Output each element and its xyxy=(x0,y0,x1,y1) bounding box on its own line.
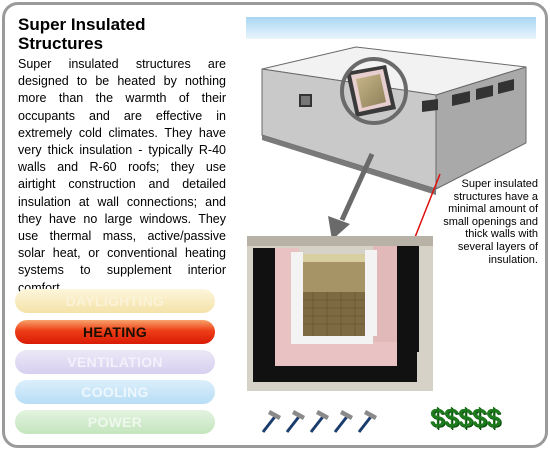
nav-ventilation-button[interactable]: VENTILATION xyxy=(15,350,215,374)
nav-power-button[interactable]: POWER xyxy=(15,410,215,434)
nav-heating-button[interactable]: HEATING xyxy=(15,320,215,344)
cost-rating: $$$$$ xyxy=(430,403,501,433)
description-text: Super insulated structures are designed … xyxy=(18,57,226,295)
page-title: Super Insulated Structures xyxy=(18,15,146,53)
zoom-arrow-icon xyxy=(328,152,375,240)
difficulty-rating xyxy=(261,410,377,433)
insulation-detail-illustration xyxy=(247,236,433,391)
building-illustration xyxy=(246,17,536,195)
callout-caption: Super insulated structures have a minima… xyxy=(443,178,538,266)
nav-cooling-button[interactable]: COOLING xyxy=(15,380,215,404)
nav-daylighting-button[interactable]: DAYLIGHTING xyxy=(15,289,215,313)
